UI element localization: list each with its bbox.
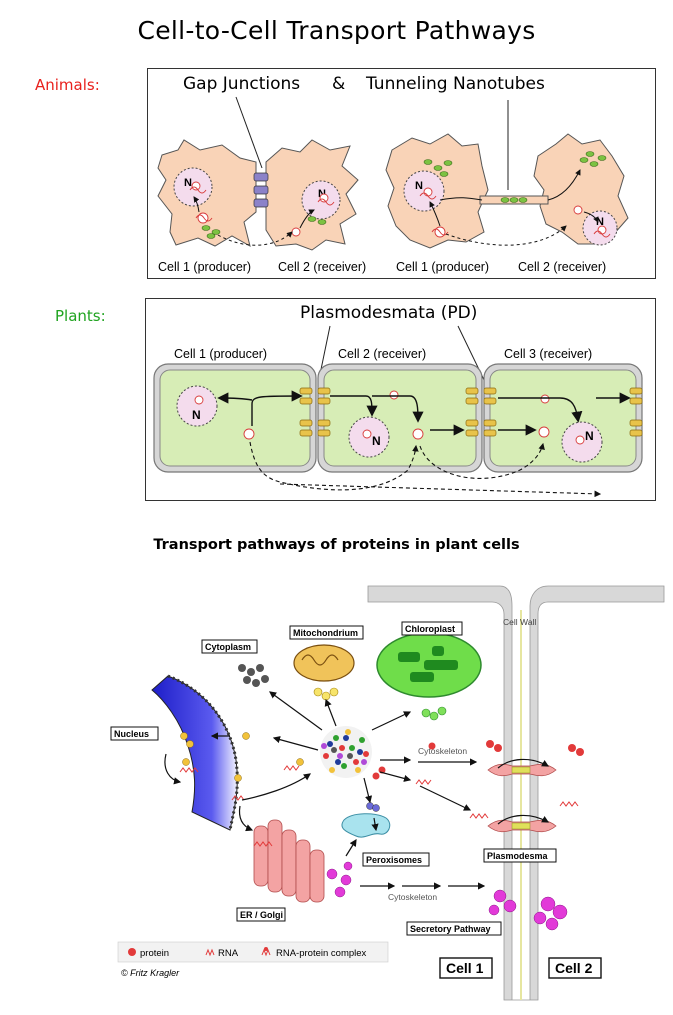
caption-cell2-gj: Cell 2 (receiver) <box>278 260 366 274</box>
arrow-gj-transfer <box>217 231 293 246</box>
cytoskeleton-label-top: Cytoskeleton <box>418 746 467 756</box>
plant-cell-2 <box>323 369 477 467</box>
nucleus-label: N <box>184 177 192 189</box>
plasmodesmata <box>299 387 643 437</box>
chloroplast-label: Chloroplast <box>405 624 455 634</box>
nucleus-shape <box>151 675 238 831</box>
chloroplast-proteins <box>421 706 447 721</box>
secretory-pathway-label: Secretory Pathway <box>410 924 491 934</box>
copyright: © Fritz Kragler <box>121 968 180 978</box>
page-title: Cell-to-Cell Transport Pathways <box>137 16 536 45</box>
plant-cell2-label: Cell 2 (receiver) <box>338 347 426 361</box>
nucleus-box-label: Nucleus <box>114 729 149 739</box>
cell-wall <box>367 585 665 1001</box>
caption-cell1-gj: Cell 1 (producer) <box>158 260 251 274</box>
legend-complex-swatch <box>261 948 271 957</box>
legend-protein-swatch <box>128 948 136 956</box>
label-boxes <box>110 621 602 979</box>
nuclear-envelope <box>167 674 239 831</box>
arrow-tnt-to-nucleus <box>429 201 441 227</box>
nucleus-label: N <box>192 408 201 422</box>
nucleus-label: N <box>585 429 594 443</box>
secretory-vesicles <box>326 861 568 931</box>
protein-rna-complex-gj <box>189 181 335 237</box>
yellow-proteins <box>180 732 304 782</box>
nucleus-label: N <box>318 188 326 200</box>
dashed-arrow-long <box>279 483 602 498</box>
plant-protein-complexes <box>194 390 585 445</box>
cytoplasm-label: Cytoplasm <box>205 642 251 652</box>
cell-wall-label: Cell Wall <box>503 617 536 627</box>
gap-junction-pointer <box>235 96 263 169</box>
arrow-into-nucleus-p3 <box>498 397 583 423</box>
transport-arrows <box>164 691 550 890</box>
legend-rna: RNA <box>218 948 239 959</box>
plants-label: Plants: <box>55 307 106 325</box>
cell2-tag: Cell 2 <box>555 960 593 976</box>
protein-cluster <box>320 726 372 778</box>
legend-protein: protein <box>140 948 169 959</box>
legend-rna-protein-complex: RNA-protein complex <box>276 948 367 959</box>
arrow-to-protein-p2 <box>372 395 424 423</box>
legend <box>117 941 389 963</box>
arrow-to-nucleus-1 <box>193 196 200 213</box>
thylakoids <box>398 646 458 682</box>
cell1-tag: Cell 1 <box>446 960 484 976</box>
gap-junctions-title: Gap Junctions <box>183 74 301 94</box>
dashed-arrow-1 <box>249 441 419 491</box>
cytoplasm-particles <box>238 664 269 687</box>
cytoskeleton-label-bottom: Cytoskeleton <box>388 892 437 902</box>
er-golgi-shape <box>253 819 325 903</box>
green-particles-gj <box>201 216 327 239</box>
animals-label: Animals: <box>35 76 100 94</box>
caption-cell2-tnt: Cell 2 (receiver) <box>518 260 606 274</box>
rna-squiggles <box>179 765 579 847</box>
arrow-tnt-transfer <box>445 225 567 246</box>
plant-nucleus-1 <box>176 385 218 427</box>
arrow-to-nucleus-p1 <box>217 392 253 404</box>
dashed-arrow-2 <box>419 442 545 479</box>
mito-cristae <box>301 654 339 666</box>
mitochondrium-label: Mitochondrium <box>293 628 358 638</box>
nucleus-label: N <box>596 216 604 228</box>
nucleus-label: N <box>372 434 381 448</box>
plant-cell-3 <box>489 369 637 467</box>
peroxisome-proteins <box>366 802 380 812</box>
ampersand-label: & <box>332 74 346 94</box>
plasmodesma-cores <box>511 766 531 830</box>
caption-cell1-tnt: Cell 1 (producer) <box>396 260 489 274</box>
arrow-pd-out-1 <box>251 390 303 426</box>
nucleus-label: N <box>415 180 423 192</box>
peroxisome-shape <box>341 813 391 838</box>
gap-junction-channels <box>253 172 269 208</box>
protein-rna-complex-tnt <box>419 187 611 238</box>
arrow-into-nucleus-2 <box>583 211 599 223</box>
arrow-into-nucleus-p2 <box>330 395 378 417</box>
protein-figure-subtitle: Transport pathways of proteins in plant … <box>153 537 520 553</box>
er-golgi-label: ER / Golgi <box>240 910 283 920</box>
arrow-out-of-tube <box>547 169 581 201</box>
mito-proteins <box>313 687 339 701</box>
plasmodesmata-title: Plasmodesmata (PD) <box>300 303 478 323</box>
plant-cell3-label: Cell 3 (receiver) <box>504 347 592 361</box>
tunneling-nanotubes-title: Tunneling Nanotubes <box>366 74 545 94</box>
plant-cell1-label: Cell 1 (producer) <box>174 347 267 361</box>
red-proteins <box>372 740 584 780</box>
peroxisomes-label: Peroxisomes <box>366 855 422 865</box>
legend-rna-swatch <box>205 948 215 957</box>
plasmodesma-label: Plasmodesma <box>487 851 549 861</box>
arrow-into-tube <box>439 197 483 201</box>
arrow-to-nucleus-2 <box>299 209 315 229</box>
